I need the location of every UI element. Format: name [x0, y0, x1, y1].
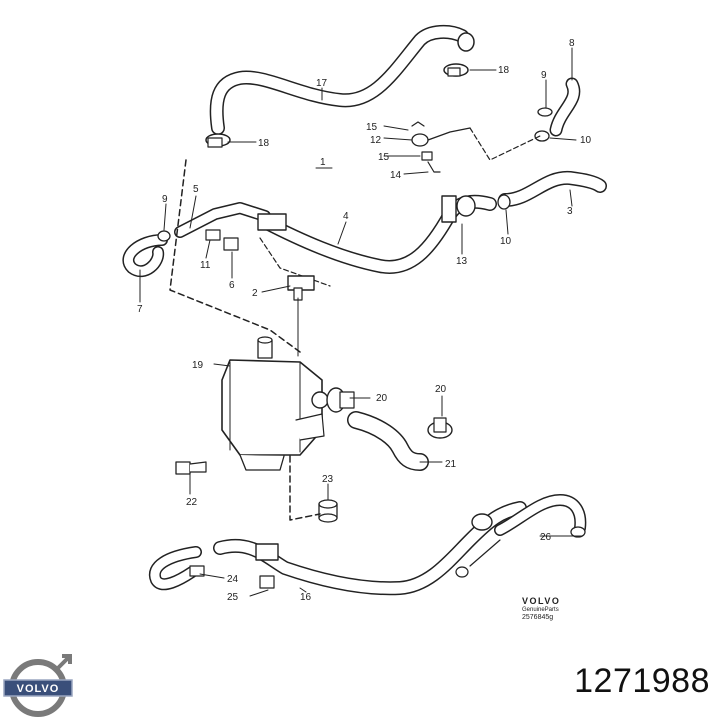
part-number: 1271988 [574, 662, 710, 700]
clamp-18-top [443, 63, 469, 77]
hose-lower-left [148, 546, 202, 591]
callout-22: 22 [186, 497, 198, 508]
callout-16: 16 [300, 592, 312, 603]
hose-21 [347, 411, 429, 471]
clamp-24 [189, 565, 205, 577]
pipe-5 [174, 202, 287, 238]
callout-2: 2 [252, 288, 258, 299]
callout-10-lower: 10 [500, 236, 512, 247]
dashed-link-left [169, 159, 301, 353]
hose-8 [549, 77, 581, 137]
callout-1: 1 [320, 157, 326, 168]
callout-13: 13 [456, 256, 468, 267]
part-11 [205, 229, 221, 241]
callout-23: 23 [322, 474, 334, 485]
oil-trap-19 [221, 336, 329, 471]
clamp-10-upper [534, 130, 550, 142]
callout-7: 7 [137, 304, 143, 315]
watermark: VOLVO GenuineParts 2576845g [522, 596, 560, 621]
callout-18-left: 18 [258, 138, 270, 149]
pipe-16 [213, 501, 527, 596]
callout-12: 12 [370, 135, 382, 146]
callout-18-top: 18 [498, 65, 510, 76]
part-6 [223, 237, 239, 251]
volvo-logo: VOLVO [3, 654, 73, 717]
callout-5: 5 [193, 184, 199, 195]
callout-17: 17 [316, 78, 328, 89]
clamp-20-right [427, 417, 453, 439]
hose-26 [455, 494, 587, 578]
callout-9-upper: 9 [541, 70, 547, 81]
callout-3: 3 [567, 206, 573, 217]
callout-15-lower: 15 [378, 152, 390, 163]
callout-10-upper: 10 [580, 135, 592, 146]
callout-15-upper: 15 [366, 122, 378, 133]
watermark-brand: VOLVO [522, 596, 561, 606]
hose-7 [122, 234, 168, 278]
clamp-20-left [326, 387, 355, 413]
bush-23 [318, 499, 338, 523]
logo-wordmark: VOLVO [17, 683, 60, 695]
clamp-9-upper [537, 107, 553, 117]
hose-3 [498, 170, 607, 207]
callout-6: 6 [229, 280, 235, 291]
callout-20-left: 20 [376, 393, 388, 404]
leader-lines [139, 47, 583, 597]
clamp-9-left [157, 230, 171, 242]
dashed-link-lower [289, 455, 321, 521]
watermark-line: GenuineParts [522, 607, 559, 613]
callout-9-left: 9 [162, 194, 168, 205]
valve-12 [411, 121, 541, 173]
tee-2 [259, 237, 331, 301]
callouts: 17 18 18 8 9 10 1 15 12 15 14 3 10 5 9 4… [137, 38, 592, 603]
clamp-18-left [205, 133, 231, 148]
callout-26: 26 [540, 532, 552, 543]
watermark-code: 2576845g [522, 614, 554, 621]
callout-24: 24 [227, 574, 239, 585]
clamp-25 [259, 575, 275, 589]
callout-20-right: 20 [435, 384, 447, 395]
callout-4: 4 [343, 211, 349, 222]
callout-14: 14 [390, 170, 402, 181]
callout-19: 19 [192, 360, 204, 371]
pipe-4 [258, 194, 497, 274]
callout-8: 8 [569, 38, 575, 49]
callout-25: 25 [227, 592, 239, 603]
bolt-22 [175, 461, 207, 475]
callout-11: 11 [200, 260, 211, 271]
callout-21: 21 [445, 459, 457, 470]
hose-17 [209, 24, 475, 135]
clamp-10-lower [497, 194, 511, 210]
